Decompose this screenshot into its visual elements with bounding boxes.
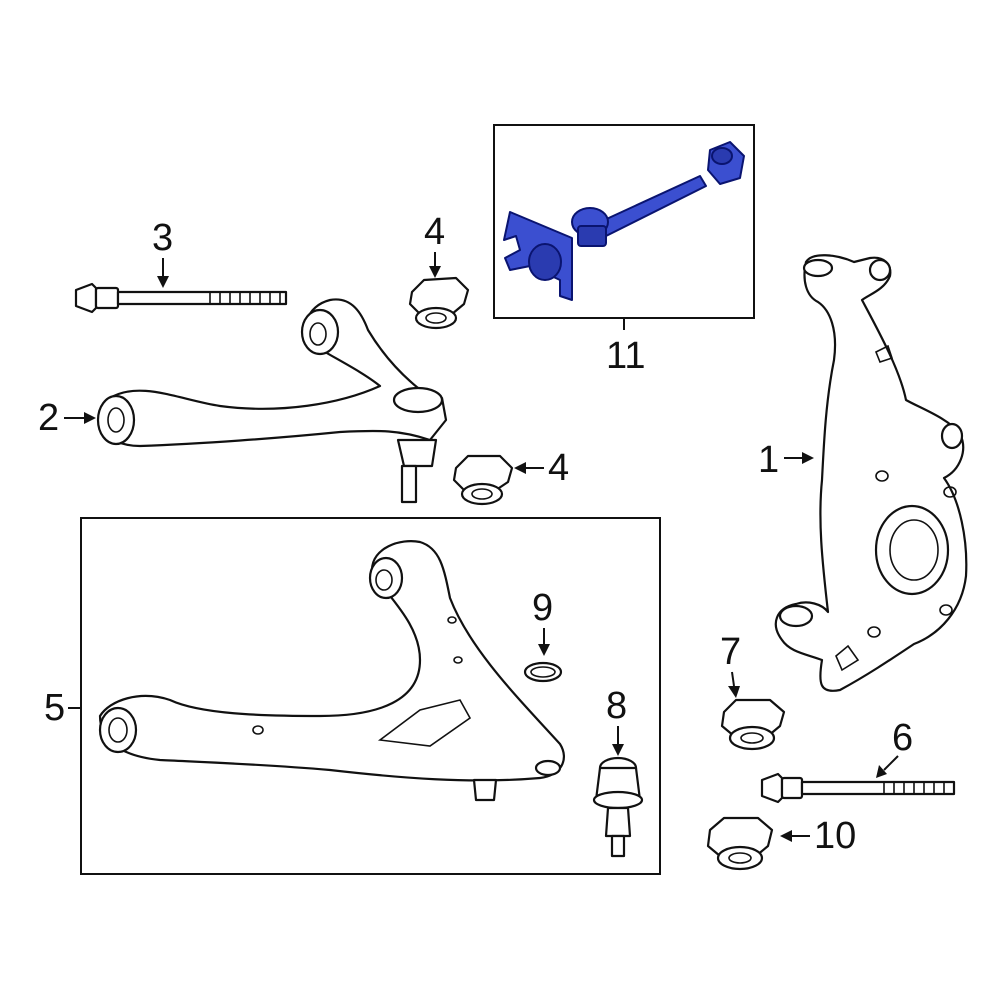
callout-10: 10 — [814, 815, 856, 857]
part-4-nut-upper[interactable] — [408, 276, 470, 330]
callout-2: 2 — [38, 397, 59, 439]
callout-4-upper: 4 — [424, 211, 445, 253]
part-3-bolt[interactable] — [74, 282, 288, 314]
part-5-lower-control-arm[interactable] — [98, 540, 566, 802]
callout-8: 8 — [606, 685, 627, 727]
callout-6: 6 — [892, 717, 913, 759]
part-2-upper-control-arm[interactable] — [96, 298, 448, 504]
callout-1: 1 — [758, 439, 779, 481]
part-1-steering-knuckle[interactable] — [774, 254, 968, 692]
callout-3: 3 — [152, 217, 173, 259]
callout-9: 9 — [532, 587, 553, 629]
part-5-box — [80, 517, 661, 875]
part-10-nut[interactable] — [706, 816, 774, 871]
callout-4-lower: 4 — [548, 447, 569, 489]
part-8-ball-joint[interactable] — [592, 756, 644, 858]
part-9-snap-ring[interactable] — [523, 661, 563, 683]
part-4-nut-lower[interactable] — [452, 454, 514, 506]
callout-5: 5 — [44, 687, 65, 729]
callout-11: 11 — [606, 335, 645, 377]
callout-7: 7 — [720, 631, 741, 673]
part-6-bolt[interactable] — [760, 772, 956, 804]
part-11-cam-bolt-kit[interactable] — [503, 141, 745, 301]
part-7-nut[interactable] — [720, 698, 786, 751]
